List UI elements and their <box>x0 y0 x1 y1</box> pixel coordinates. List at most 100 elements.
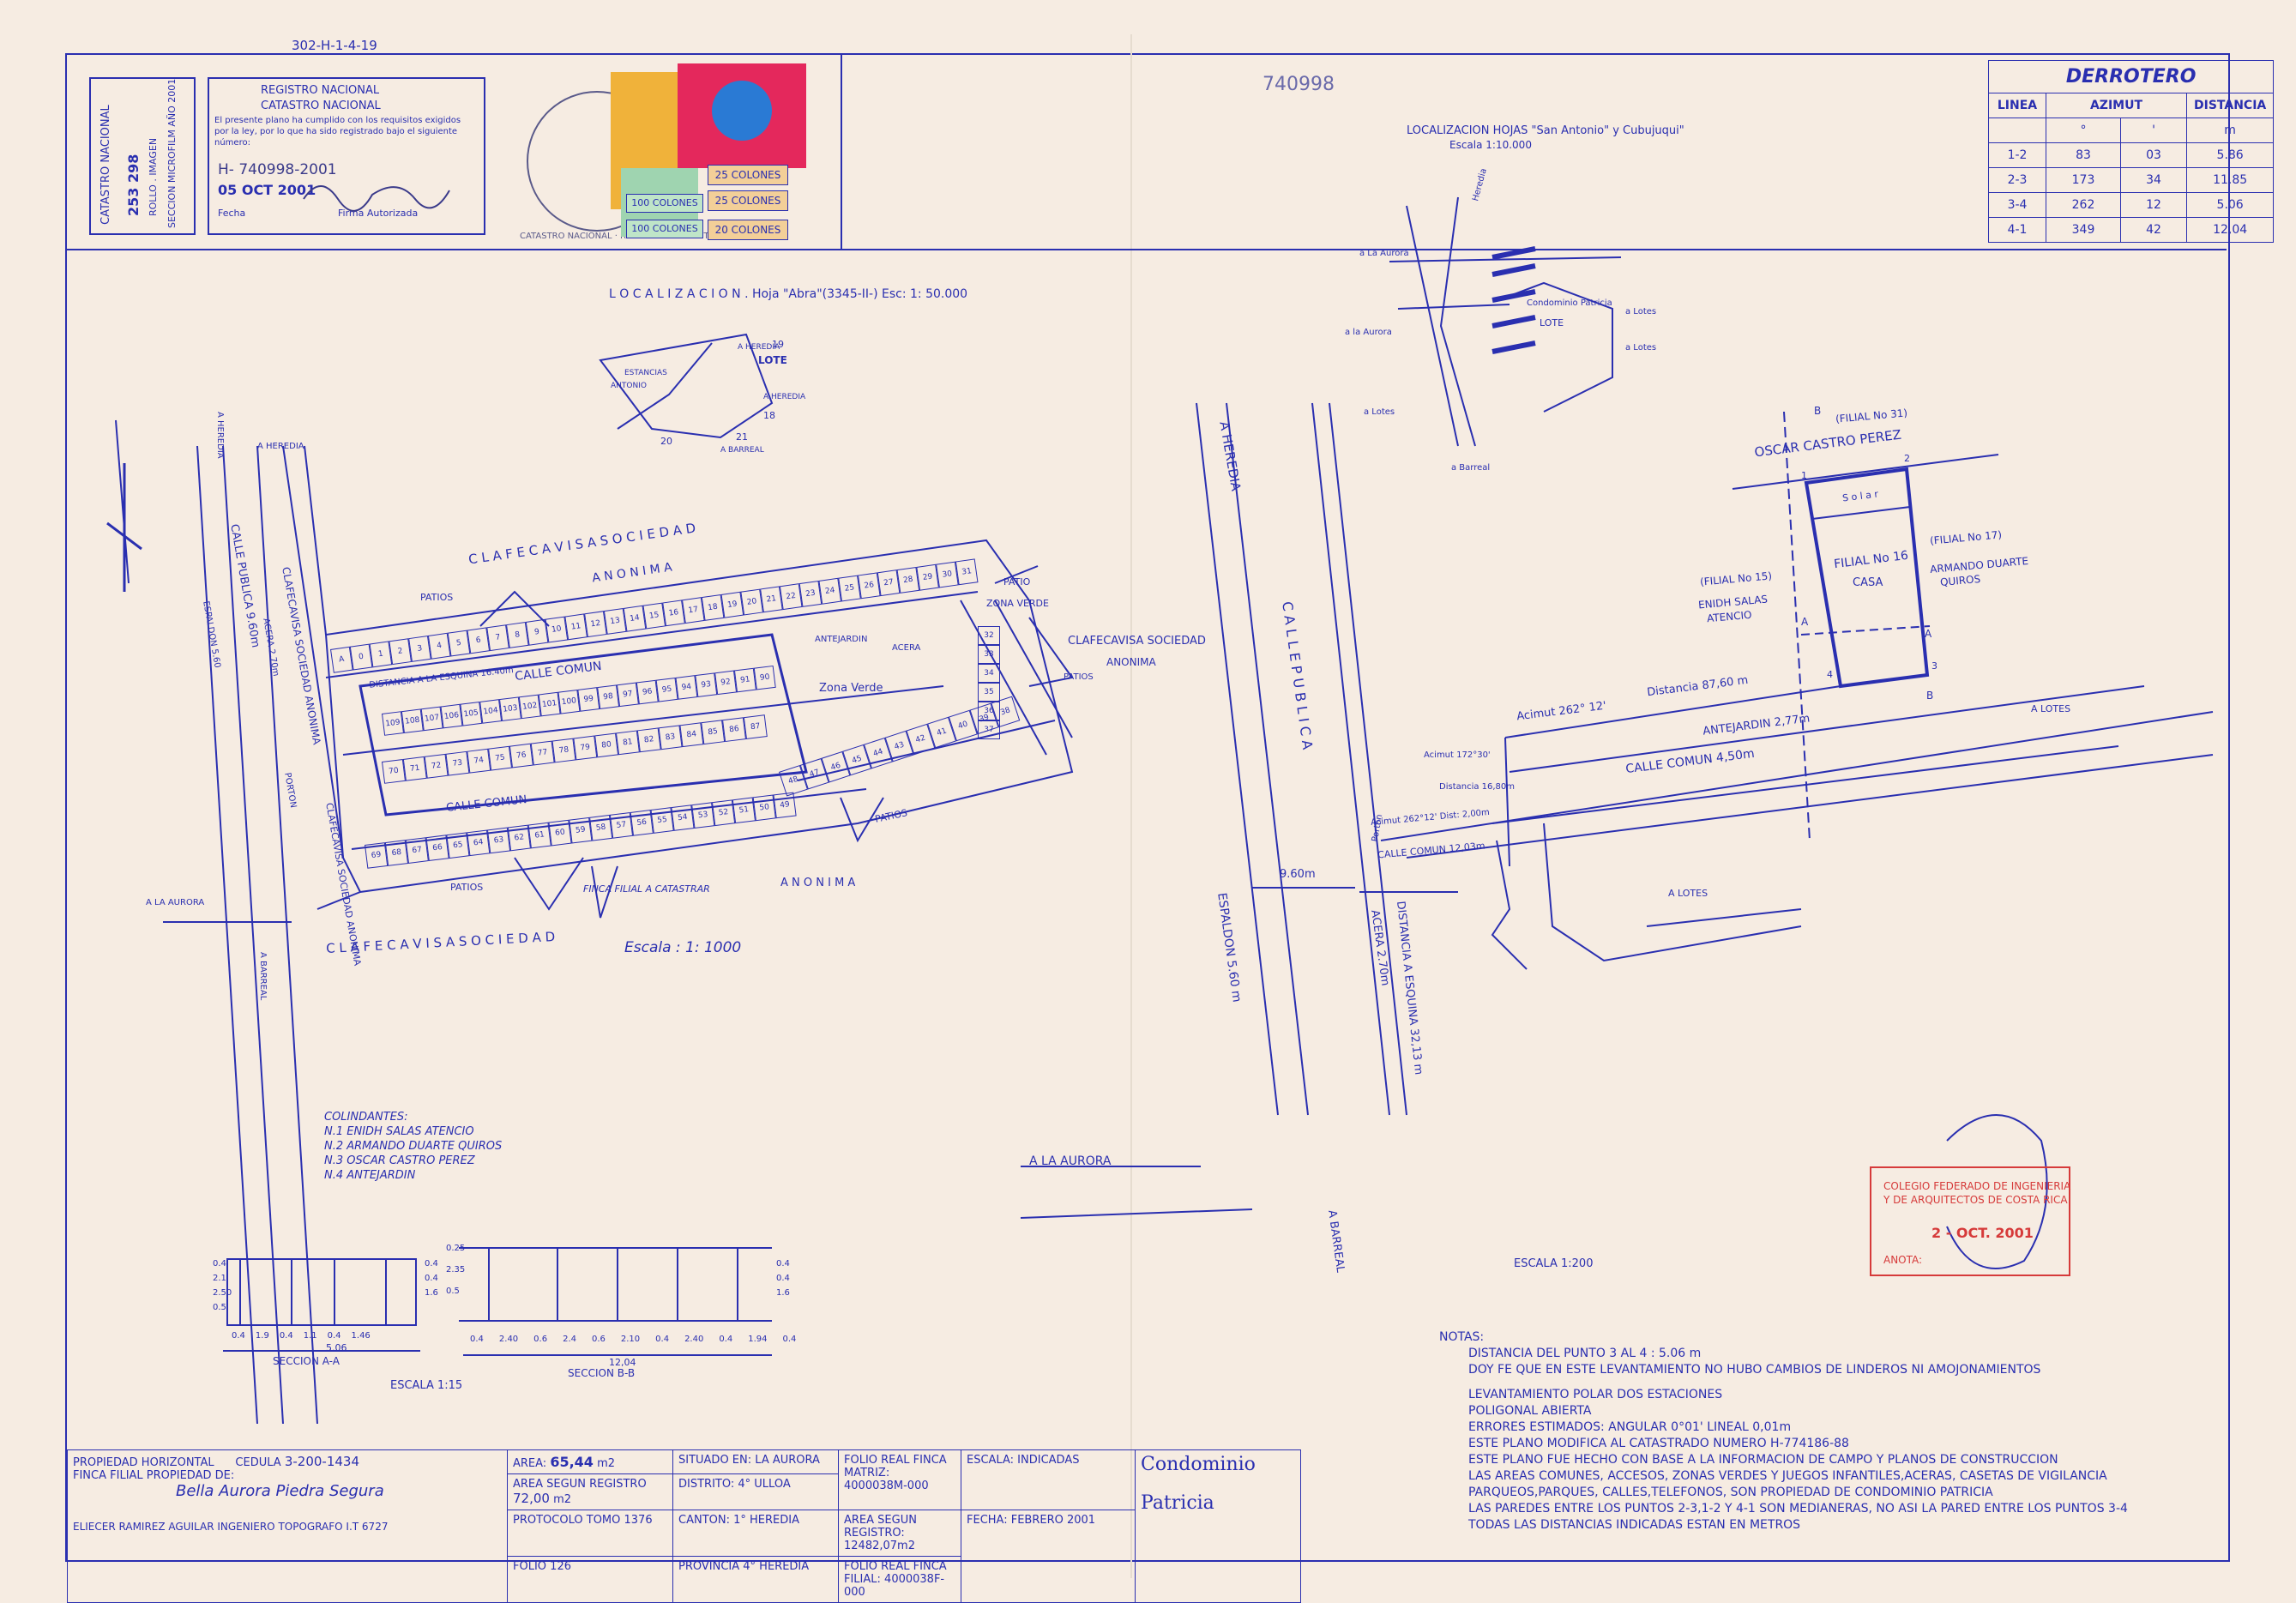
unit-cell: 105 <box>460 701 483 726</box>
unit-cell: 85 <box>701 720 726 745</box>
unit-cell: 77 <box>530 740 555 766</box>
title-area-reg2: 12482,07m2 <box>844 1540 915 1552</box>
dimension-label: 1.6 <box>425 1288 438 1298</box>
title-situado-label: SITUADO EN: <box>678 1454 752 1467</box>
patio-label: PATIO <box>1003 576 1031 588</box>
colindantes-title: COLINDANTES: <box>324 1111 408 1124</box>
registro-date: 05 OCT 2001 <box>218 182 316 198</box>
top-reference: 302-H-1-4-19 <box>292 38 377 53</box>
right-point-1: 1 <box>1801 470 1807 481</box>
stamp-20-colones: 20 COLONES <box>708 220 788 240</box>
title-folio-filial: 4000038F-000 <box>844 1573 945 1599</box>
stamp-100-colones-2: 100 COLONES <box>626 220 703 238</box>
derrotero-cell: 3-4 <box>1988 192 2046 218</box>
title-propiedad: PROPIEDAD HORIZONTAL <box>73 1456 214 1469</box>
unit-cell: 75 <box>488 745 513 771</box>
a-heredia-left: A HEREDIA <box>257 442 304 451</box>
section-escala: ESCALA 1:15 <box>390 1379 463 1392</box>
title-tomo: 1376 <box>624 1514 653 1527</box>
acera-label: ACERA <box>892 643 921 653</box>
unit-cell: 98 <box>597 684 620 709</box>
unit-cell: 90 <box>753 665 776 690</box>
a-barreal-left: A BARREAL <box>258 952 268 1001</box>
right-a-right: A <box>1925 628 1932 640</box>
stamp-25-colones-2: 25 COLONES <box>708 190 788 211</box>
title-area-label: AREA: <box>513 1457 547 1470</box>
unit-cell: 84 <box>679 722 704 748</box>
colindante-item: N.2 ARMANDO DUARTE QUIROS <box>324 1140 503 1153</box>
note-line: ERRORES ESTIMADOS: ANGULAR 0°01' LINEAL … <box>1468 1420 1792 1434</box>
title-protocolo-cell: PROTOCOLO TOMO 1376 <box>507 1510 673 1557</box>
title-block: PROPIEDAD HORIZONTAL CEDULA 3-200-1434 F… <box>67 1449 1301 1603</box>
dimension-label: 2.1 <box>213 1274 226 1283</box>
unit-cell: 52 <box>711 799 736 827</box>
notes: NOTAS: DISTANCIA DEL PUNTO 3 AL 4 : 5.06… <box>1439 1329 2128 1534</box>
loc-hojas-label: a Lotes <box>1364 407 1395 417</box>
unit-cell: 109 <box>382 711 404 736</box>
unit-cell: 69 <box>365 842 389 869</box>
right-acimut2: Acimut 172°30' <box>1424 750 1491 760</box>
title-folio-filial-cell: FOLIO REAL FINCA FILIAL: 4000038F-000 <box>838 1556 961 1603</box>
right-b-bottom: B <box>1926 690 1934 702</box>
derrotero-cell: 349 <box>2046 217 2121 243</box>
derrotero-cell: 12,04 <box>2185 217 2275 243</box>
catastro-block: CATASTRO NACIONAL 253 298 ROLLO . IMAGEN… <box>89 77 196 235</box>
derrotero-header-linea: LINEA <box>1988 93 2046 118</box>
colegio-line1: COLEGIO FEDERADO DE INGENIERIA <box>1883 1180 2071 1192</box>
unit-cell: 65 <box>446 832 470 859</box>
localizacion-label: 19 <box>772 339 784 350</box>
a-heredia-left2: A HEREDIA <box>215 412 225 459</box>
unit-cell: 94 <box>675 675 698 700</box>
localizacion-title: L O C A L I Z A C I O N . Hoja "Abra"(33… <box>609 287 968 301</box>
section-a-total: 5.06 <box>326 1342 347 1353</box>
localizacion-label: A HEREDIA <box>738 343 780 352</box>
registro-text: El presente plano ha cumplido con los re… <box>214 116 461 148</box>
dimension-label: 2.10 <box>620 1335 641 1344</box>
localizacion-label: ANTONIO <box>611 382 647 390</box>
localizacion-label: 20 <box>660 436 672 447</box>
title-escala-label: ESCALA: <box>967 1454 1015 1467</box>
unit-cell: 107 <box>420 706 443 732</box>
handwritten-circle <box>1946 1114 2048 1269</box>
unit-cell: 35 <box>978 683 1000 702</box>
unit-cell: 101 <box>538 691 561 717</box>
unit-cell: 81 <box>615 730 640 756</box>
title-folio-label: FOLIO <box>513 1560 547 1573</box>
unit-cell: 68 <box>384 840 409 866</box>
right-escala: ESCALA 1:200 <box>1514 1257 1594 1270</box>
unit-cell: 102 <box>518 694 541 720</box>
patios-right: PATIOS <box>1064 672 1094 682</box>
stamp-globe <box>712 81 772 141</box>
dimension-label: 0.4 <box>425 1259 438 1269</box>
unit-cell: 64 <box>467 829 491 857</box>
title-area-registro-cell: AREA SEGUN REGISTRO 72,00 m2 <box>507 1473 673 1510</box>
derrotero-table-wrap: DERROTERO LINEA AZIMUT DISTANCIA ° ' m 1… <box>1987 60 2275 243</box>
derrotero-cell: 11.85 <box>2185 167 2275 193</box>
note-line: ESTE PLANO FUE HECHO CON BASE A LA INFOR… <box>1468 1453 2058 1467</box>
unit-cell: 103 <box>498 696 521 721</box>
right-a-left: A <box>1801 616 1809 628</box>
finca-label: FINCA FILIAL A CATASTRAR <box>583 883 710 895</box>
note-line: DISTANCIA DEL PUNTO 3 AL 4 : 5.06 m <box>1468 1347 1702 1360</box>
colegio-stamp: COLEGIO FEDERADO DE INGENIERIA Y DE ARQU… <box>1870 1166 2070 1276</box>
title-surveyor: ELIECER RAMIREZ AGUILAR INGENIERO TOPOGR… <box>73 1521 389 1533</box>
derrotero-cell: 42 <box>2120 217 2187 243</box>
dimension-label: 0.4 <box>232 1331 245 1341</box>
dimension-label: 0.6 <box>533 1335 548 1344</box>
note-line: LAS PAREDES ENTRE LOS PUNTOS 2-3,1-2 Y 4… <box>1468 1502 2128 1516</box>
derrotero-cell: 83 <box>2046 142 2121 168</box>
title-area-registro: 72,00 <box>513 1491 550 1506</box>
unit-cell: 93 <box>695 672 718 697</box>
header-band-line <box>67 249 2227 250</box>
loc-hojas-label: a Barreal <box>1451 463 1491 473</box>
right-a-lotes: A LOTES <box>2031 703 2071 714</box>
unit-cell: 37 <box>978 720 1000 739</box>
title-canton: 1° HEREDIA <box>733 1514 800 1527</box>
